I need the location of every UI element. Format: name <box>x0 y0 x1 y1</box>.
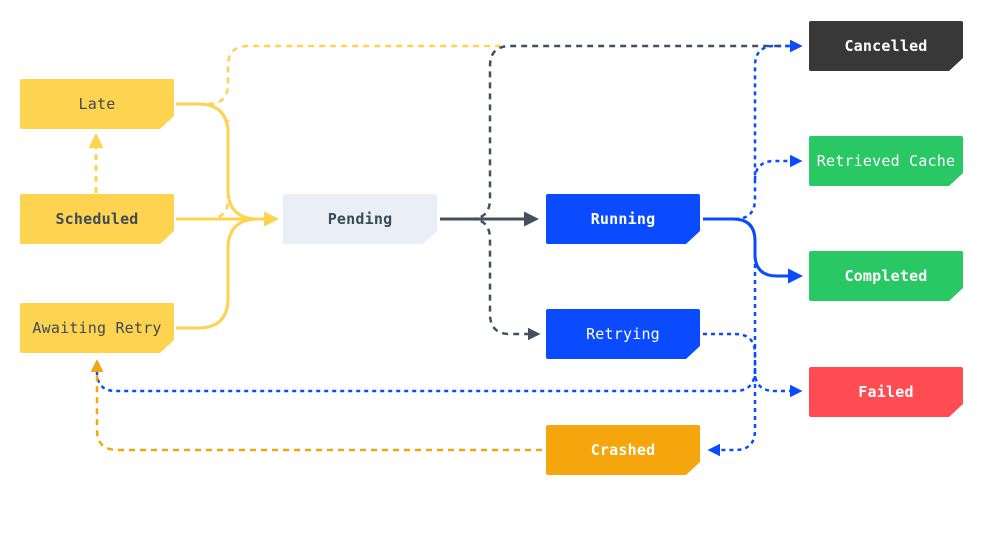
edge-running-to-cancelled <box>734 39 803 221</box>
edge-scheduled-to-cancelled <box>207 120 230 221</box>
node-awaiting-retry: Awaiting Retry <box>20 303 174 353</box>
edge-late-to-pending <box>176 102 259 221</box>
edge-running-to-retrieved-cache <box>753 154 803 181</box>
edge-late-to-cancelled <box>207 44 500 106</box>
node-failed-label: Failed <box>858 383 914 401</box>
edge-running-to-awaiting-retry <box>90 359 757 393</box>
node-crashed-label: Crashed <box>590 441 656 459</box>
node-scheduled: Scheduled <box>20 194 174 244</box>
node-cancelled: Cancelled <box>809 21 963 71</box>
edge-awaiting-retry-to-pending <box>176 217 259 330</box>
node-running: Running <box>546 194 700 244</box>
node-retrying-label: Retrying <box>586 325 660 343</box>
edge-crashed-to-awaiting-retry <box>90 359 542 452</box>
node-cancelled-label: Cancelled <box>844 37 928 55</box>
edge-retrying-to-failed <box>703 332 803 398</box>
node-completed-label: Completed <box>844 267 928 285</box>
node-retrieved-cache: Retrieved Cache <box>809 136 963 186</box>
edge-pending-to-retrying <box>469 217 541 341</box>
edge-pending-to-cancelled <box>469 39 803 221</box>
node-scheduled-label: Scheduled <box>55 210 139 228</box>
node-late: Late <box>20 79 174 129</box>
node-awaiting-retry-label: Awaiting Retry <box>32 319 162 337</box>
edge-running-to-crashed <box>707 240 757 457</box>
node-running-label: Running <box>590 210 656 228</box>
edge-running-to-completed <box>703 217 803 284</box>
node-pending-label: Pending <box>327 210 393 228</box>
node-pending: Pending <box>283 194 437 244</box>
node-retrieved-cache-label: Retrieved Cache <box>816 152 956 170</box>
node-crashed: Crashed <box>546 425 700 475</box>
node-failed: Failed <box>809 367 963 417</box>
node-retrying: Retrying <box>546 309 700 359</box>
node-completed: Completed <box>809 251 963 301</box>
node-late-label: Late <box>78 95 116 113</box>
